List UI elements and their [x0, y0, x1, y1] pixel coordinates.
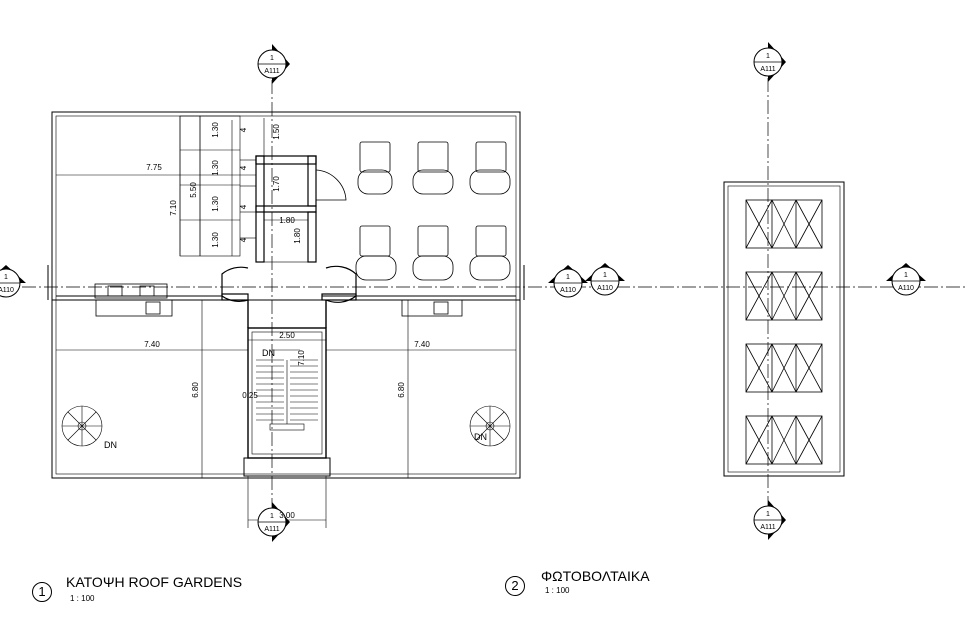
- section-marker-right-plan2: 1 A110: [886, 263, 926, 296]
- dim-1-30-d: 1.30: [211, 232, 220, 248]
- dim-5-50: 5.50: [189, 182, 198, 198]
- dim-1-30-a: 1.30: [211, 122, 220, 138]
- marker-num: 1: [566, 274, 570, 281]
- dim-4-c: 4: [239, 204, 248, 209]
- dim-4-a: 4: [239, 127, 248, 132]
- dim-6-80-left: 6.80: [191, 382, 200, 398]
- marker-num: 1: [270, 55, 274, 62]
- dim-1-80-h: 1.80: [279, 216, 295, 225]
- pv-panels: [745, 199, 823, 465]
- marker-sheet: A111: [264, 526, 279, 533]
- spiral-stair-right: [469, 405, 511, 447]
- view-number-2: 2: [505, 576, 525, 596]
- dim-7-75: 7.75: [146, 163, 162, 172]
- view-scale-1: 1 : 100: [70, 594, 95, 603]
- dim-6-80-right: 6.80: [397, 382, 406, 398]
- dim-1-80-v: 1.80: [293, 228, 302, 244]
- section-marker-bottom-plan1: 1 A111: [257, 502, 290, 542]
- label-dn-spiral-left: DN: [104, 440, 117, 450]
- outdoor-kitchen-right: [401, 299, 463, 317]
- dim-1-70: 1.70: [272, 176, 281, 192]
- section-marker-left-plan2: 1 A110: [585, 263, 625, 296]
- dim-1-30-c: 1.30: [211, 196, 220, 212]
- sun-loungers: [355, 141, 511, 281]
- marker-num: 1: [904, 272, 908, 279]
- hatched-walls: [221, 155, 357, 301]
- marker-sheet: A110: [0, 287, 14, 294]
- spiral-stair-left: [61, 405, 103, 447]
- section-marker-top-plan2: 1 A111: [753, 42, 786, 82]
- label-dn-stair: DN: [262, 348, 275, 358]
- label-dn-spiral-right: DN: [474, 432, 487, 442]
- photovoltaic-plan: [723, 181, 845, 477]
- dim-2-50: 2.50: [279, 331, 295, 340]
- dim-4-b: 4: [239, 165, 248, 170]
- marker-num: 1: [4, 274, 8, 281]
- marker-num: 1: [603, 272, 607, 279]
- section-marker-right-plan1: 1 A110: [548, 265, 588, 298]
- marker-sheet: A111: [760, 524, 775, 531]
- marker-num: 1: [270, 513, 274, 520]
- marker-sheet: A110: [560, 287, 576, 294]
- roof-garden-plan: [47, 111, 525, 528]
- marker-num: 1: [766, 53, 770, 60]
- dim-1-30-b: 1.30: [211, 160, 220, 176]
- marker-sheet: A111: [264, 68, 279, 75]
- view-name-1: ΚΑΤΟΨΗ ROOF GARDENS: [66, 574, 243, 590]
- dim-1-50: 1.50: [272, 124, 281, 140]
- roof-outer-parapet: [51, 111, 521, 479]
- view-name-2: ΦΩΤΟΒΟΛΤΑΙΚΑ: [541, 568, 650, 584]
- marker-sheet: A111: [760, 66, 775, 73]
- section-marker-bottom-plan2: 1 A111: [753, 500, 786, 540]
- dimension-lines: [56, 116, 516, 528]
- section-marker-top-plan1: 1 A111: [257, 44, 290, 84]
- dim-4-d: 4: [239, 237, 248, 242]
- view-scale-2: 1 : 100: [545, 586, 570, 595]
- marker-sheet: A110: [597, 285, 613, 292]
- dim-7-10-stair: 7.10: [297, 350, 306, 366]
- stair-treads: [256, 349, 318, 431]
- dim-7-40-left: 7.40: [144, 340, 160, 349]
- dim-7-10: 7.10: [169, 200, 178, 216]
- dim-7-40-right: 7.40: [414, 340, 430, 349]
- centerlines: [0, 78, 966, 508]
- view-number-1: 1: [32, 582, 52, 602]
- dim-0-25: 0.25: [242, 391, 258, 400]
- outdoor-kitchen-left: [94, 283, 173, 317]
- section-marker-left-edge: 1 A110: [0, 265, 26, 298]
- dim-3-00: 3.00: [279, 511, 295, 520]
- pv-roof-outline: [723, 181, 845, 477]
- marker-sheet: A110: [898, 285, 914, 292]
- marker-num: 1: [766, 511, 770, 518]
